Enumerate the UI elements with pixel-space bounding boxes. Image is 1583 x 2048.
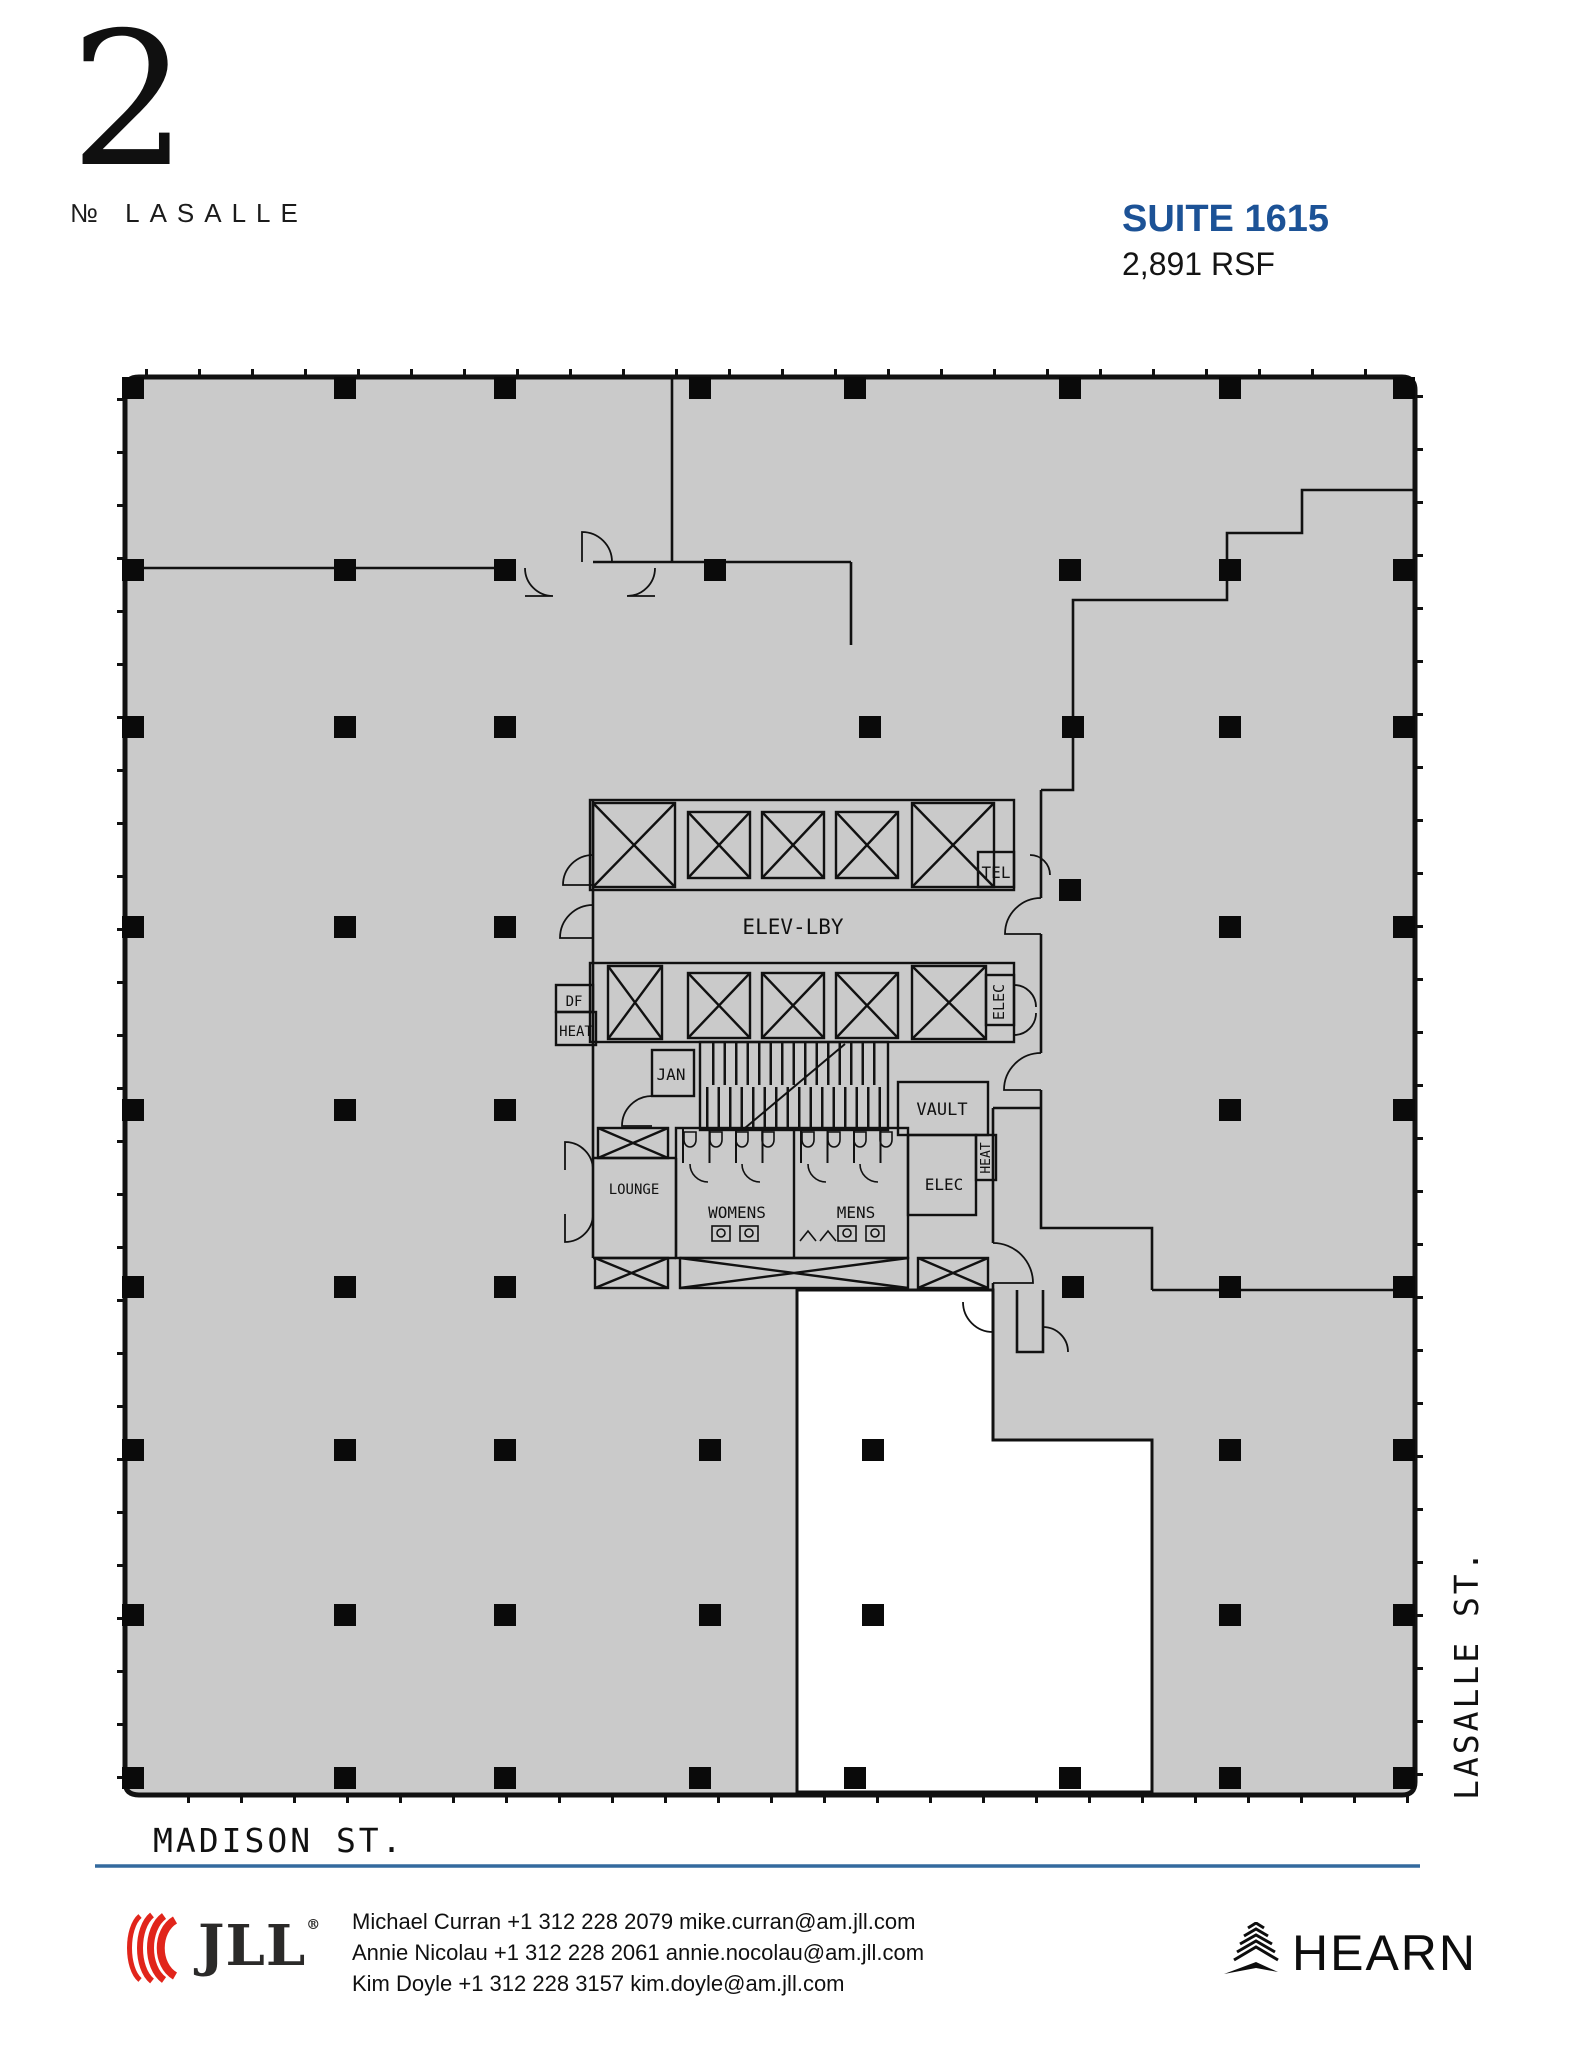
- hearn-logo: HEARN: [1222, 1922, 1477, 1984]
- label-elev-lby: ELEV-LBY: [742, 915, 844, 939]
- jll-logo: JLL®: [118, 1912, 321, 1984]
- building-name: № LASALLE: [70, 198, 308, 228]
- label-df: DF: [566, 994, 583, 1010]
- jll-globe-icon: [127, 1912, 178, 1984]
- label-heat-lower: HEAT: [979, 1142, 994, 1173]
- street-label-madison: MADISON ST.: [153, 1821, 405, 1860]
- label-mens: MENS: [837, 1203, 876, 1222]
- column-grid: [122, 377, 1415, 1789]
- contact-line: Annie Nicolau +1 312 228 2061 annie.noco…: [352, 1940, 925, 1965]
- label-lounge: LOUNGE: [609, 1182, 660, 1198]
- building-number-logo: 2: [70, 0, 188, 208]
- contact-line: Michael Curran +1 312 228 2079 mike.curr…: [352, 1909, 916, 1934]
- label-elec-upper: ELEC: [990, 984, 1008, 1020]
- suite-area: 2,891 RSF: [1122, 246, 1275, 282]
- restroom-fixtures: [683, 1131, 893, 1242]
- label-heat-upper: HEAT: [559, 1024, 593, 1040]
- registered-mark: ®: [306, 1917, 322, 1933]
- room-labels: ELEV-LBY TEL DF HEAT ELEC JAN VAULT HEAT…: [559, 863, 1010, 1222]
- label-tel: TEL: [982, 863, 1011, 882]
- elevator-core: [554, 798, 1016, 1290]
- plan-boundary: [122, 374, 1418, 1798]
- street-label-lasalle: LASALLE ST.: [1447, 1548, 1486, 1800]
- contact-line: Kim Doyle +1 312 228 3157 kim.doyle@am.j…: [352, 1971, 845, 1996]
- suite-title: SUITE 1615: [1122, 198, 1329, 240]
- jll-wordmark: JLL®: [198, 1913, 322, 1979]
- hearn-wordmark: HEARN: [1292, 1925, 1478, 1981]
- label-vault: VAULT: [916, 1100, 967, 1120]
- label-jan: JAN: [657, 1065, 686, 1084]
- label-elec-lower: ELEC: [925, 1175, 964, 1194]
- door-arcs: [524, 531, 1069, 1353]
- contact-block: Michael Curran +1 312 228 2079 mike.curr…: [352, 1906, 924, 1999]
- label-womens: WOMENS: [708, 1203, 766, 1222]
- hearn-building-icon: [1224, 1922, 1279, 1974]
